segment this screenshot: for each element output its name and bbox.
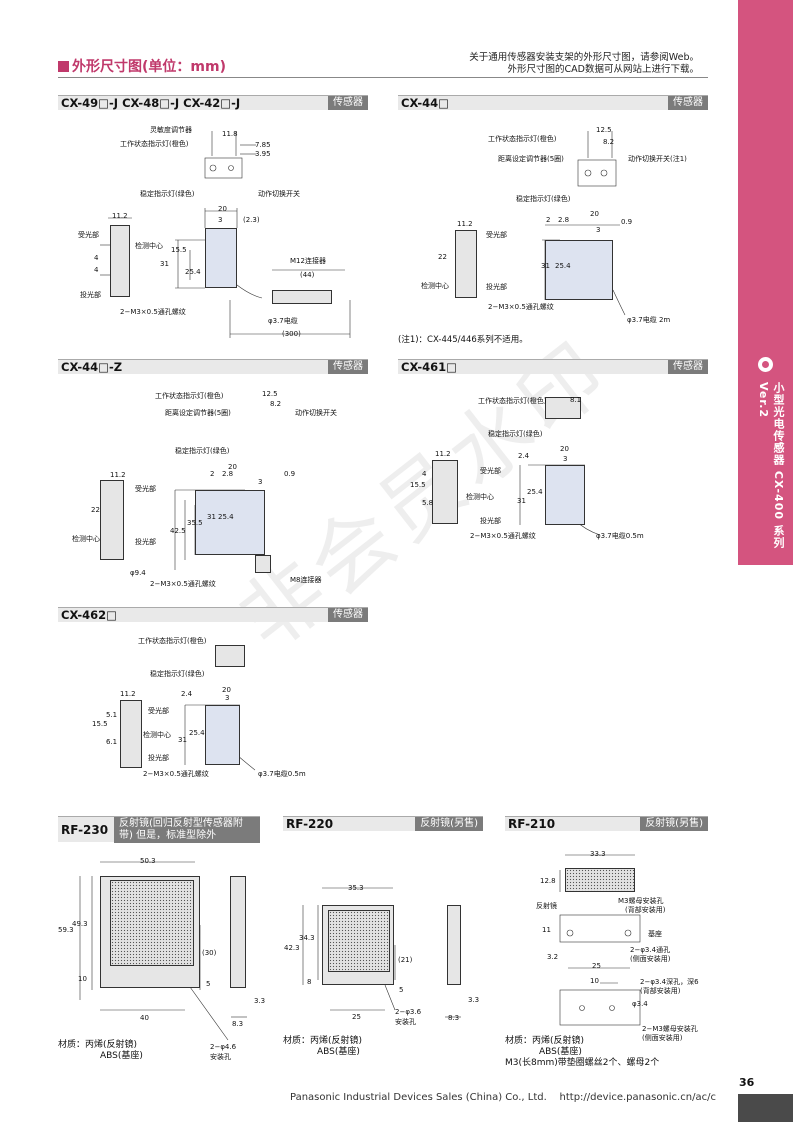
page-corner-block	[738, 1094, 793, 1122]
page-title: 外形尺寸图(单位：mm)	[58, 56, 226, 76]
cx44z-sensor-front	[195, 490, 265, 555]
section-rf210: RF-210 反射镜(另售)	[505, 816, 708, 831]
cx461-sensor-top	[545, 397, 581, 419]
section-cx462: CX-462□ 传感器	[58, 607, 368, 622]
side-tab-text: 小型光电传感器 CX-400 系列 Ver.2	[757, 382, 785, 549]
title-square-icon	[58, 61, 69, 72]
rf220-material: 材质：丙烯(反射镜) ABS(基座)	[283, 1036, 363, 1057]
cx44-sensor-side	[455, 230, 477, 298]
cx461-sensor-front	[545, 465, 585, 525]
section-cx44: CX-44□ 传感器	[398, 95, 708, 110]
cx462-sensor-side	[120, 700, 142, 768]
rf230-reflector	[110, 880, 194, 966]
rf230-side	[230, 876, 246, 988]
header-rule	[58, 77, 708, 78]
cx462-sensor-front	[205, 705, 240, 765]
cx44z-connector	[255, 555, 271, 573]
cx44-note: (注1)：CX-445/446系列不适用。	[398, 335, 528, 345]
rf220-reflector	[328, 910, 390, 972]
section-rf230: RF-230 反射镜(回归反射型传感器附带) 但是，标准型除外	[58, 816, 260, 843]
section-cx44z: CX-44□-Z 传感器	[58, 359, 368, 374]
section-rf220: RF-220 反射镜(另售)	[283, 816, 483, 831]
section-cx461: CX-461□ 传感器	[398, 359, 708, 374]
page-number: 36	[739, 1076, 755, 1089]
footer-url[interactable]: http://device.panasonic.cn/ac/c	[559, 1092, 716, 1103]
rf230-material: 材质：丙烯(反射镜) ABS(基座)	[58, 1040, 143, 1061]
rf210-reflector	[565, 868, 635, 892]
circle-icon	[758, 357, 773, 372]
cx49-sensor-side	[110, 225, 130, 297]
cx44z-sensor-side	[100, 480, 124, 560]
section-cx49: CX-49□-J CX-48□-J CX-42□-J 传感器	[58, 95, 368, 110]
cx44-sensor-front	[545, 240, 613, 300]
header-note: 关于通用传感器安装支架的外形尺寸图，请参阅Web。 外形尺寸图的CAD数据可从网…	[469, 52, 699, 75]
cx462-sensor-top	[215, 645, 245, 667]
footer: Panasonic Industrial Devices Sales (Chin…	[290, 1092, 716, 1103]
cx461-sensor-side	[432, 460, 458, 524]
rf210-material: 材质：丙烯(反射镜) ABS(基座) M3(长8mm)带垫圈螺丝2个、螺母2个	[505, 1036, 660, 1068]
rf220-side	[447, 905, 461, 985]
cx49-connector	[272, 290, 332, 304]
side-tab: 小型光电传感器 CX-400 系列 Ver.2	[738, 0, 793, 565]
cx49-sensor-front	[205, 228, 237, 288]
